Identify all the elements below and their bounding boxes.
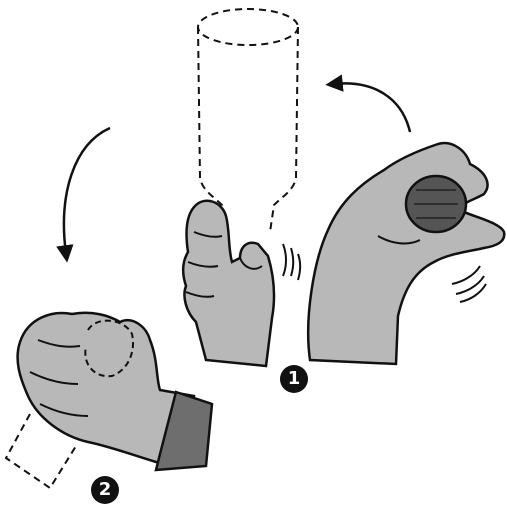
- hand-holding-cork: [308, 143, 504, 364]
- cork: [406, 176, 466, 232]
- step-2-badge: 2: [91, 476, 119, 504]
- motion-lines-icon: [452, 266, 486, 302]
- bottle-dashed-outline: [198, 9, 298, 232]
- step-1-badge: 1: [280, 365, 308, 393]
- motion-lines-icon: [283, 244, 300, 280]
- curved-arrow-icon: [334, 83, 410, 132]
- curved-arrow-icon: [64, 128, 110, 254]
- hand-holding-bottle: [183, 201, 274, 366]
